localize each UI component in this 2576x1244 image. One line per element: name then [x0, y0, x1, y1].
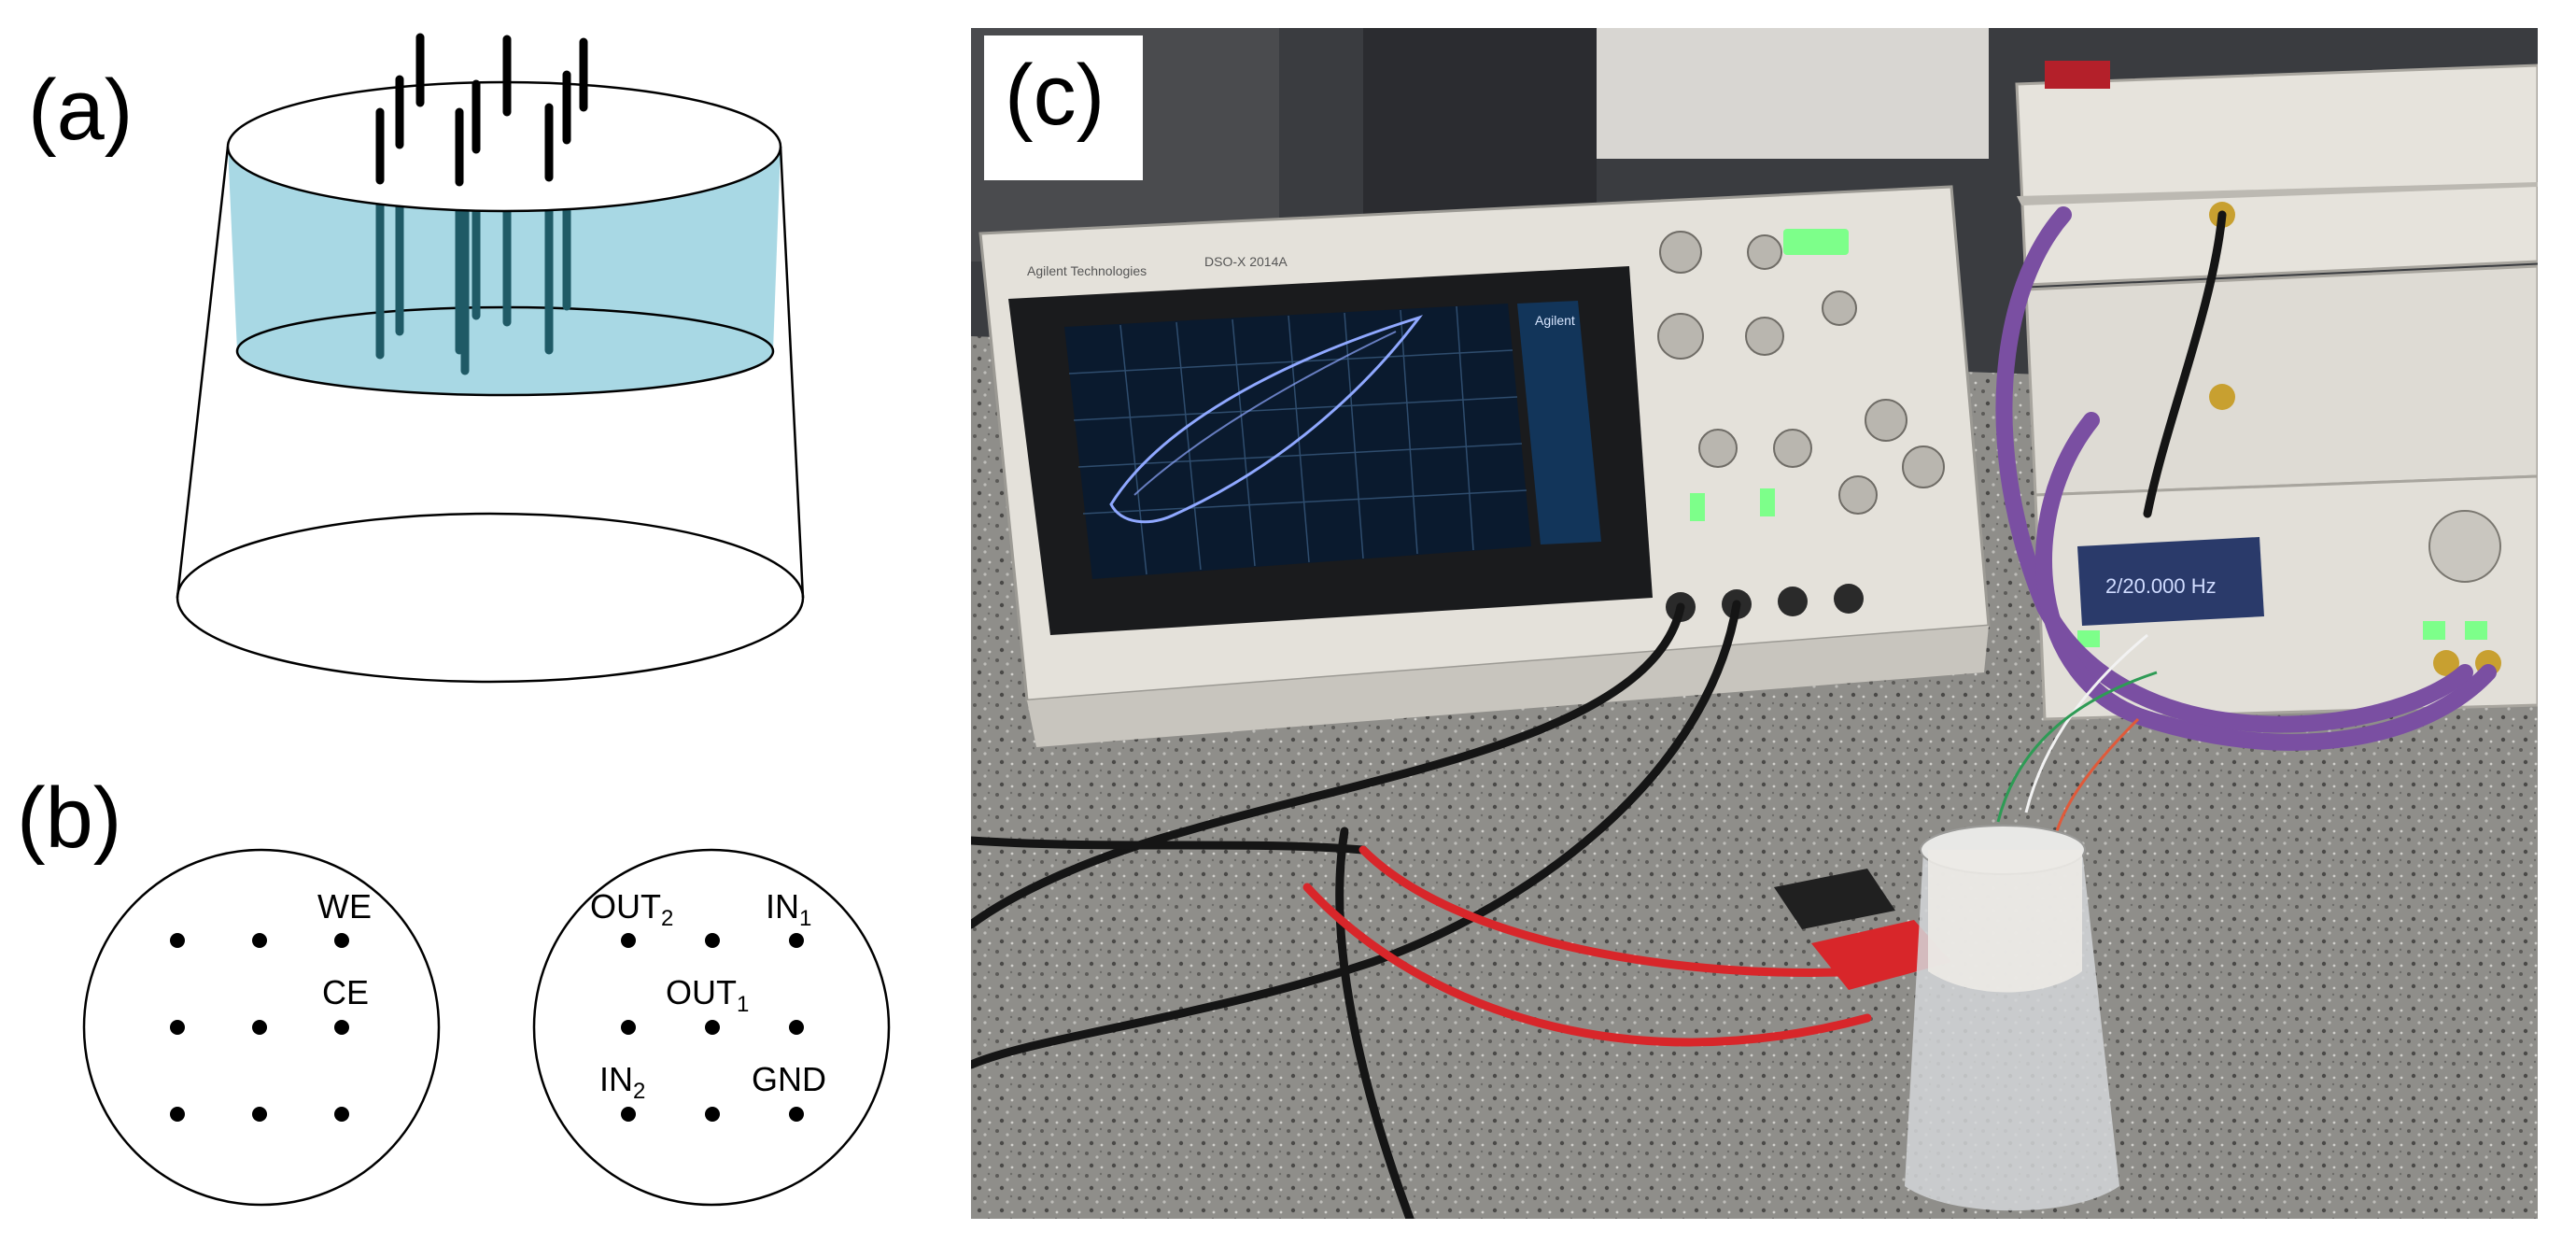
scope-trace — [1109, 315, 1423, 524]
vessel-left-wall — [176, 146, 230, 599]
scope-brand: Agilent Technologies — [1027, 263, 1147, 278]
out2-label: OUT2 — [590, 887, 673, 931]
right-pin-dots — [621, 933, 804, 1122]
panel-c-label: (c) — [1005, 48, 1105, 143]
gnd-label: GND — [752, 1060, 826, 1098]
purple-cables — [1995, 206, 2497, 751]
electrochemical-cell — [1905, 825, 2119, 1211]
fg-display-text: 2/20.000 Hz — [2105, 574, 2217, 598]
electrode-layout-diagram: WE CE OUT2 IN1 OUT1 IN2 GND — [82, 848, 891, 1207]
function-generator — [2034, 474, 2538, 721]
vessel-right-wall — [779, 146, 805, 599]
lab-setup-illustration: Agilent Agilent Technologies DSO-X 2014A — [971, 28, 2538, 1219]
panel-c-label-box: (c) — [984, 35, 1143, 180]
left-pin-dots — [170, 933, 349, 1122]
panel-a-label: (a) — [28, 63, 134, 158]
electrodes-exposed — [375, 33, 588, 187]
out1-label: OUT1 — [666, 973, 749, 1017]
electrodes-submerged — [375, 201, 571, 375]
oscilloscope: Agilent Agilent Technologies DSO-X 2014A — [978, 185, 1991, 747]
we-label: WE — [317, 887, 372, 926]
cell-cylinder-diagram — [176, 33, 805, 684]
in1-label: IN1 — [766, 887, 811, 931]
panel-b-label: (b) — [17, 770, 122, 866]
ce-label: CE — [322, 973, 369, 1011]
scope-side-title: Agilent — [1535, 313, 1575, 328]
red-probe-clip — [1811, 920, 1951, 990]
fg-display — [2077, 537, 2264, 626]
scope-run-button — [1783, 229, 1849, 255]
in2-label: IN2 — [599, 1060, 645, 1104]
lab-setup-photo: Agilent Agilent Technologies DSO-X 2014A — [971, 28, 2538, 1219]
vessel-bottom — [176, 512, 805, 684]
black-cables — [971, 210, 2227, 1219]
scope-model: DSO-X 2014A — [1204, 254, 1288, 269]
amplifier-stack: 2/20.000 Hz — [2015, 61, 2538, 721]
red-leads — [1302, 845, 1872, 1047]
